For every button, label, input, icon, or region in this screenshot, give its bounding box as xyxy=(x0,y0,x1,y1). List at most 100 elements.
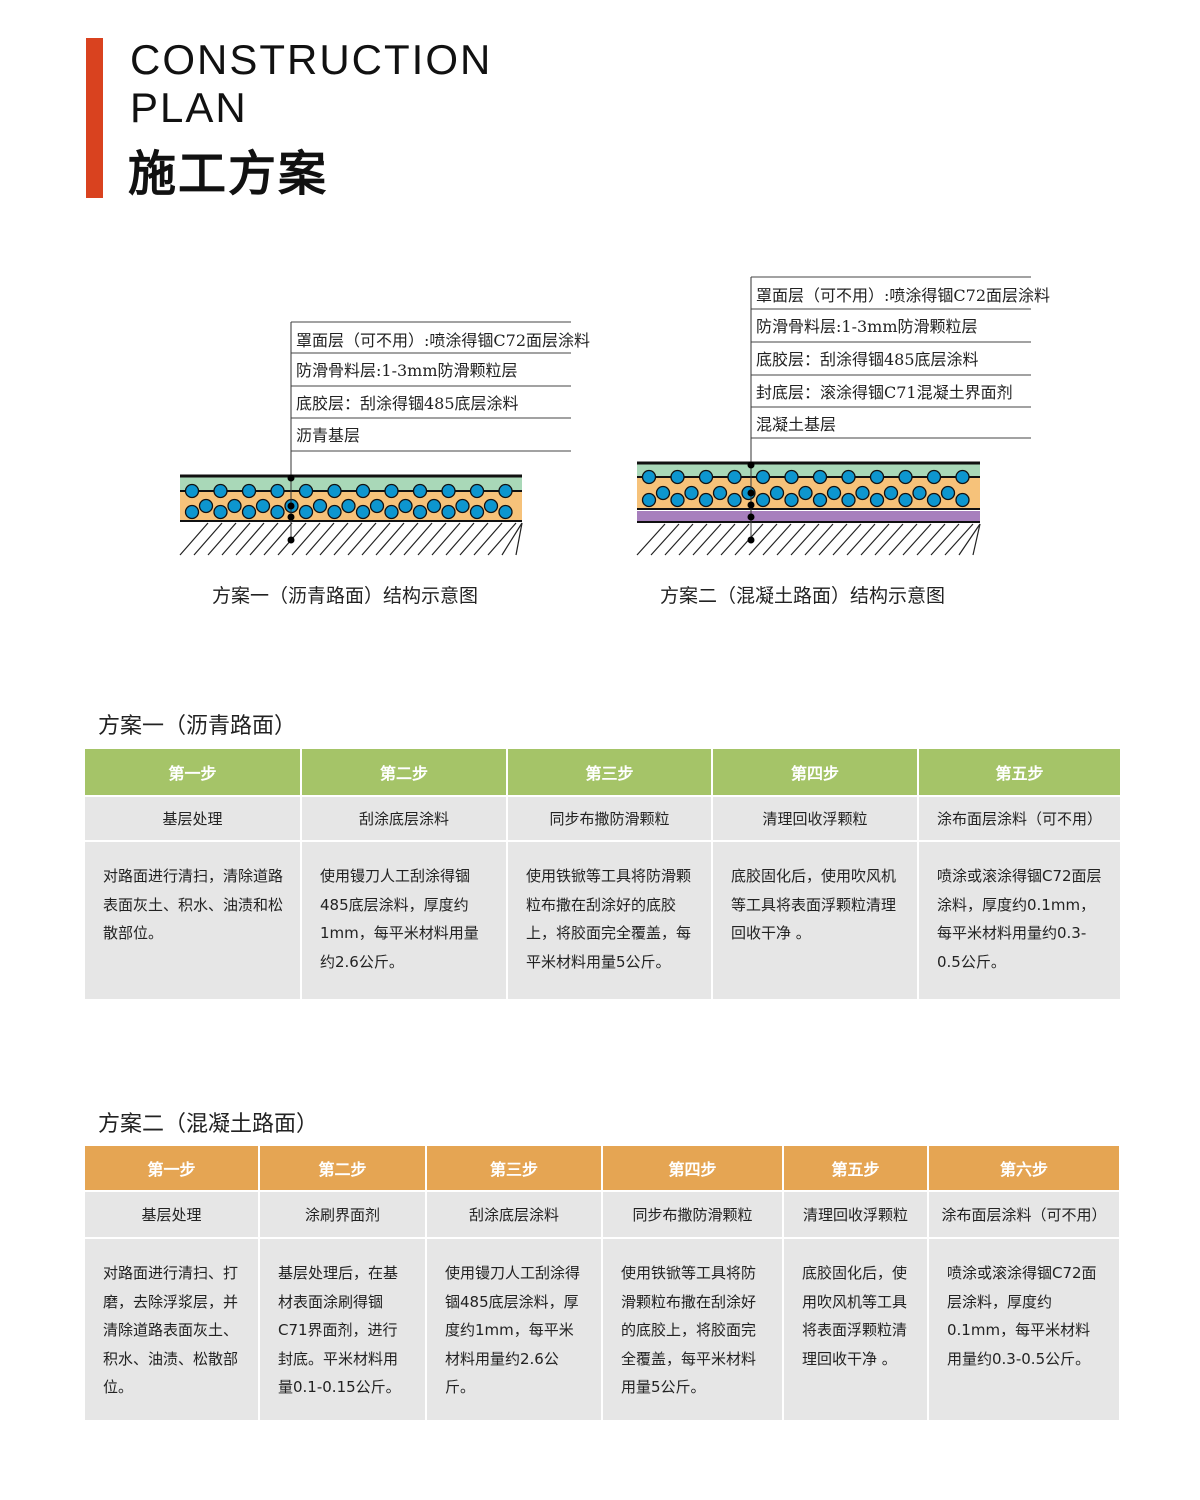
ground-hatch xyxy=(291,522,321,556)
particle xyxy=(955,469,970,485)
ground-hatch xyxy=(916,523,946,556)
particle xyxy=(898,492,913,508)
ground-hatch xyxy=(403,522,433,556)
particle xyxy=(355,504,371,520)
ground-hatch xyxy=(515,522,523,556)
particle xyxy=(841,469,856,485)
ground-hatch xyxy=(473,522,503,556)
ground-hatch xyxy=(972,523,981,556)
step-detail: 使用铁锨等工具将防滑颗粒布撒在刮涂好的底胶上，将胶面完全覆盖，每平米材料用量5公… xyxy=(603,1239,782,1420)
step-name: 刮涂底层涂料 xyxy=(427,1192,601,1237)
particle xyxy=(926,469,942,485)
step-name: 同步布撒防滑颗粒 xyxy=(508,797,711,840)
particle xyxy=(855,485,870,501)
step-detail: 喷涂或滚涂得锢C72面层涂料，厚度约0.1mm，每平米材料用量约0.3-0.5公… xyxy=(929,1239,1119,1420)
particle xyxy=(412,504,428,520)
particle xyxy=(912,485,927,501)
ground-hatch xyxy=(417,522,447,556)
ground-hatch xyxy=(431,522,461,556)
diagram2-caption: 方案二（混凝土路面）结构示意图 xyxy=(660,585,946,607)
particle xyxy=(812,492,828,508)
layer-label: 沥青基层 xyxy=(296,426,361,445)
particle xyxy=(655,485,671,501)
plan1-title: 方案一（沥青路面） xyxy=(98,714,297,739)
layer-label: 防滑骨料层:1-3mm防滑颗粒层 xyxy=(756,317,978,336)
leader-dot xyxy=(287,474,295,482)
ground-hatch xyxy=(776,523,806,556)
particle xyxy=(369,498,385,514)
ground-hatch xyxy=(720,523,750,556)
particle xyxy=(355,483,371,499)
leader-dot xyxy=(287,513,295,521)
step-header: 第三步 xyxy=(427,1146,601,1190)
ground-hatch xyxy=(818,523,848,556)
leader-dot xyxy=(747,536,755,544)
step-header: 第三步 xyxy=(508,749,711,795)
particle xyxy=(412,483,428,499)
particle xyxy=(341,498,356,514)
ground-hatch xyxy=(389,522,419,556)
step-name: 基层处理 xyxy=(85,797,300,840)
title-line-2: PLAN xyxy=(130,84,248,131)
particle xyxy=(769,485,785,501)
particle xyxy=(483,498,499,514)
step-name: 清理回收浮颗粒 xyxy=(713,797,917,840)
ground-hatch xyxy=(804,523,834,556)
diagram1-caption: 方案一（沥青路面）结构示意图 xyxy=(212,585,479,607)
particle xyxy=(784,469,799,485)
ground-hatch xyxy=(888,523,918,556)
ground-hatch xyxy=(762,523,792,556)
ground-hatch xyxy=(333,522,363,556)
particle xyxy=(641,492,657,508)
particle xyxy=(727,469,742,485)
leader-dot xyxy=(287,536,295,544)
ground-hatch xyxy=(263,522,293,556)
particle xyxy=(241,483,257,499)
layer-label: 底胶层：刮涂得锢485底层涂料 xyxy=(296,394,519,413)
plan2-table: 第一步第二步第三步第四步第五步第六步基层处理涂刷界面剂刮涂底层涂料同步布撒防滑颗… xyxy=(85,1146,1120,1420)
particle xyxy=(241,504,257,520)
particle xyxy=(940,485,956,501)
step-detail: 使用镘刀人工刮涂得锢485底层涂料，厚度约1mm，每平米材料用量约2.6公斤。 xyxy=(427,1239,601,1420)
particle xyxy=(698,492,714,508)
ground-hatch xyxy=(678,523,708,556)
title-line-1: CONSTRUCTION xyxy=(130,36,493,83)
leader-dot xyxy=(747,513,755,521)
particle xyxy=(869,492,885,508)
particle xyxy=(441,504,456,520)
plan2-title: 方案二（混凝土路面） xyxy=(98,1112,319,1137)
particle xyxy=(798,485,813,501)
ground-hatch xyxy=(193,522,223,556)
particle xyxy=(755,469,771,485)
coating-layer xyxy=(637,463,980,477)
particle xyxy=(298,483,314,499)
step-detail: 喷涂或滚涂得锢C72面层涂料，厚度约0.1mm，每平米材料用量约0.3-0.5公… xyxy=(919,842,1120,999)
step-detail: 底胶固化后，使用吹风机等工具将表面浮颗粒清理回收干净 。 xyxy=(784,1239,927,1420)
ground-hatch xyxy=(207,522,237,556)
ground-hatch xyxy=(902,523,932,556)
ground-hatch xyxy=(179,522,209,556)
ground-hatch xyxy=(347,522,377,556)
ground-hatch xyxy=(636,523,666,556)
particle xyxy=(641,469,657,485)
step-detail: 对路面进行清扫，清除道路表面灰土、积水、油渍和松散部位。 xyxy=(85,842,300,999)
step-header: 第四步 xyxy=(603,1146,782,1190)
step-header: 第六步 xyxy=(929,1146,1119,1190)
particle xyxy=(670,492,685,508)
ground-hatch xyxy=(221,522,251,556)
ground-hatch xyxy=(459,522,489,556)
particle xyxy=(926,492,942,508)
layer-label: 混凝土基层 xyxy=(756,415,837,434)
ground-hatch xyxy=(692,523,722,556)
ground-hatch xyxy=(790,523,820,556)
leader-dot xyxy=(287,502,295,510)
particle xyxy=(684,485,699,501)
ground-hatch xyxy=(319,522,349,556)
step-header: 第四步 xyxy=(713,749,917,795)
particle xyxy=(869,469,885,485)
particle xyxy=(826,485,842,501)
ground-hatch xyxy=(846,523,876,556)
particle xyxy=(670,469,685,485)
ground-hatch xyxy=(958,523,981,556)
